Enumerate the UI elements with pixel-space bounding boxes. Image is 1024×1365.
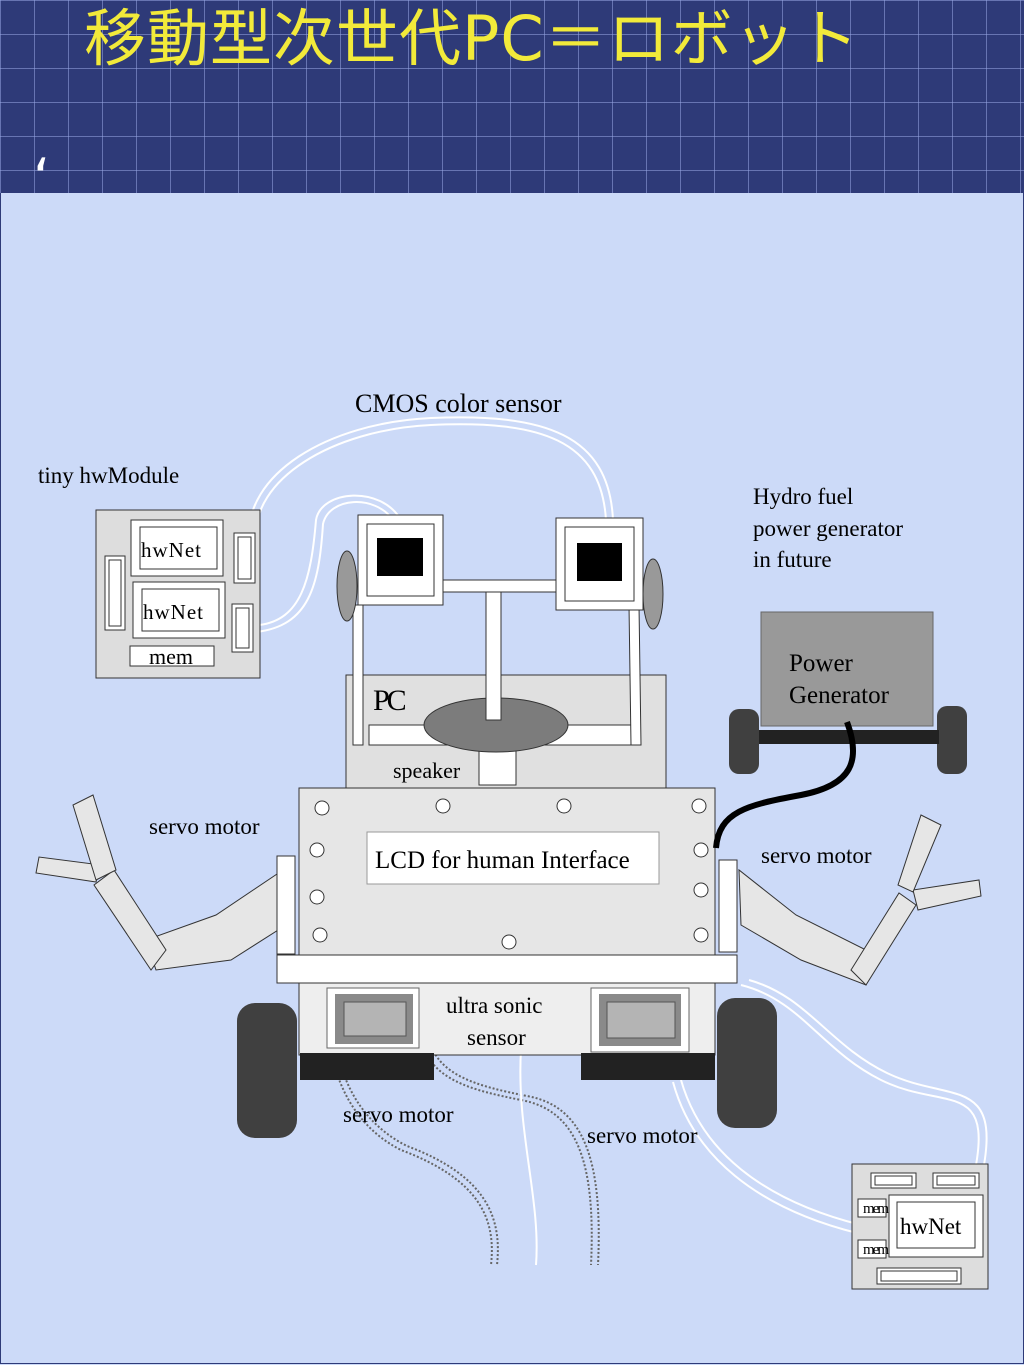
module-right-mem1-label: mem: [863, 1201, 889, 1217]
servo-left-arm-label: servo motor: [149, 814, 260, 839]
tiny-hw-module-right: [851, 1163, 989, 1290]
right-ultrasonic-sensor: [590, 987, 690, 1053]
power-generator-box: [760, 611, 934, 727]
ultrasonic-label-line2: sensor: [467, 1025, 526, 1050]
power-cable: [713, 720, 857, 849]
right-arm: [738, 814, 982, 986]
cmos-label: CMOS color sensor: [355, 389, 562, 418]
left-ultrasonic-sensor: [326, 987, 420, 1049]
slide-header: 移動型次世代PC＝ロボット ‘: [0, 0, 1024, 193]
speaker-label: speaker: [393, 758, 461, 783]
sensor-cables: [247, 416, 614, 633]
hydro-label-line2: power generator: [753, 516, 903, 541]
generator-left-wheel: [729, 709, 759, 774]
left-track: [300, 1053, 434, 1080]
robot-diagram: PC speaker CMOS color sensor LCD for hum…: [35, 389, 989, 1290]
header-grid-pattern: [0, 0, 1024, 193]
right-camera: [555, 517, 644, 611]
head-frame: [352, 579, 642, 746]
thin-cable: [519, 1049, 538, 1266]
power-generator-label-line1: Power: [789, 650, 854, 677]
left-wheel: [237, 1003, 297, 1138]
module-right-chip-label: hwNet: [900, 1214, 962, 1239]
module-left-mem-label: mem: [149, 644, 193, 669]
ultrasonic-label-line1: ultra sonic: [446, 993, 542, 1018]
pc-label: PC: [373, 684, 406, 717]
module-left-chip1-label: hwNet: [141, 538, 202, 562]
tiny-hw-module-left: [95, 509, 261, 679]
lcd-panel: [366, 831, 660, 885]
left-ear: [336, 550, 358, 622]
power-generator-label-line2: Generator: [789, 682, 890, 709]
servo-bottom-left-label: servo motor: [343, 1102, 454, 1127]
slide-content: PC speaker CMOS color sensor LCD for hum…: [0, 193, 1024, 1364]
right-arm-mount: [718, 859, 738, 953]
right-ear: [642, 558, 664, 630]
right-cables: [672, 979, 988, 1234]
bottom-cables: [327, 989, 600, 1266]
hydro-label-line1: Hydro fuel: [753, 484, 853, 509]
body-screws: [309, 798, 709, 950]
bullet-glyph: ‘: [33, 147, 51, 194]
right-wheel: [717, 998, 777, 1128]
left-arm-mount: [276, 855, 296, 955]
servo-right-arm-label: servo motor: [761, 843, 872, 868]
servo-bottom-right-label: servo motor: [587, 1123, 698, 1148]
tiny-hwmodule-label: tiny hwModule: [38, 463, 179, 488]
hydro-label-line3: in future: [753, 547, 832, 572]
base-plate: [276, 954, 738, 984]
left-camera: [357, 514, 444, 606]
module-right-mem2-label: mem: [863, 1242, 889, 1258]
generator-right-wheel: [937, 706, 967, 774]
slide-title: 移動型次世代PC＝ロボット: [84, 2, 860, 75]
lcd-label: LCD for human Interface: [375, 847, 630, 874]
right-track: [581, 1053, 715, 1080]
module-left-chip2-label: hwNet: [143, 600, 204, 624]
